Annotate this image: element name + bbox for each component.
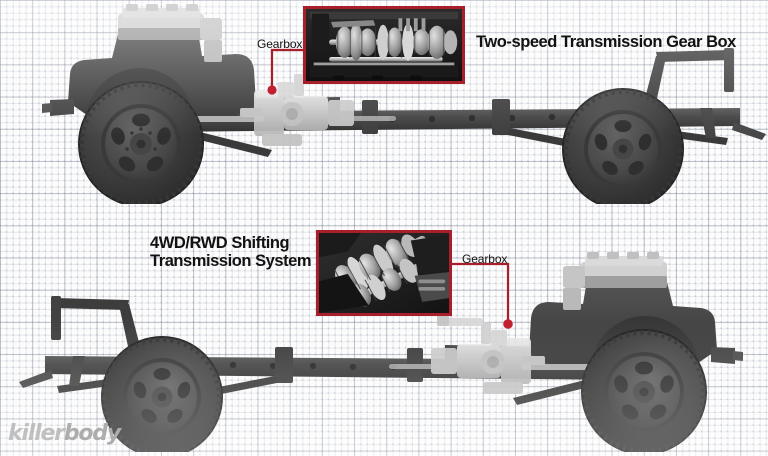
logo-text-killer: killer bbox=[8, 421, 65, 446]
chassis-illustration-bottom bbox=[10, 252, 750, 452]
heading-two-speed-transmission: Two-speed Transmission Gear Box bbox=[476, 33, 736, 51]
callout-label-gearbox-bottom: Gearbox bbox=[462, 252, 508, 266]
logo-text-body: body bbox=[63, 421, 121, 446]
callout-leader-line-bottom bbox=[452, 262, 522, 334]
chassis-illustration-top bbox=[40, 4, 768, 204]
brand-logo-killerbody: killerbody bbox=[8, 421, 121, 446]
inset-photo-4wd-rwd-transmission bbox=[316, 230, 452, 316]
inset-photo-two-speed-gearbox bbox=[303, 6, 465, 84]
callout-label-gearbox-top: Gearbox bbox=[257, 37, 303, 51]
heading-4wd-rwd-shifting: 4WD/RWD Shifting Transmission System bbox=[150, 234, 312, 271]
